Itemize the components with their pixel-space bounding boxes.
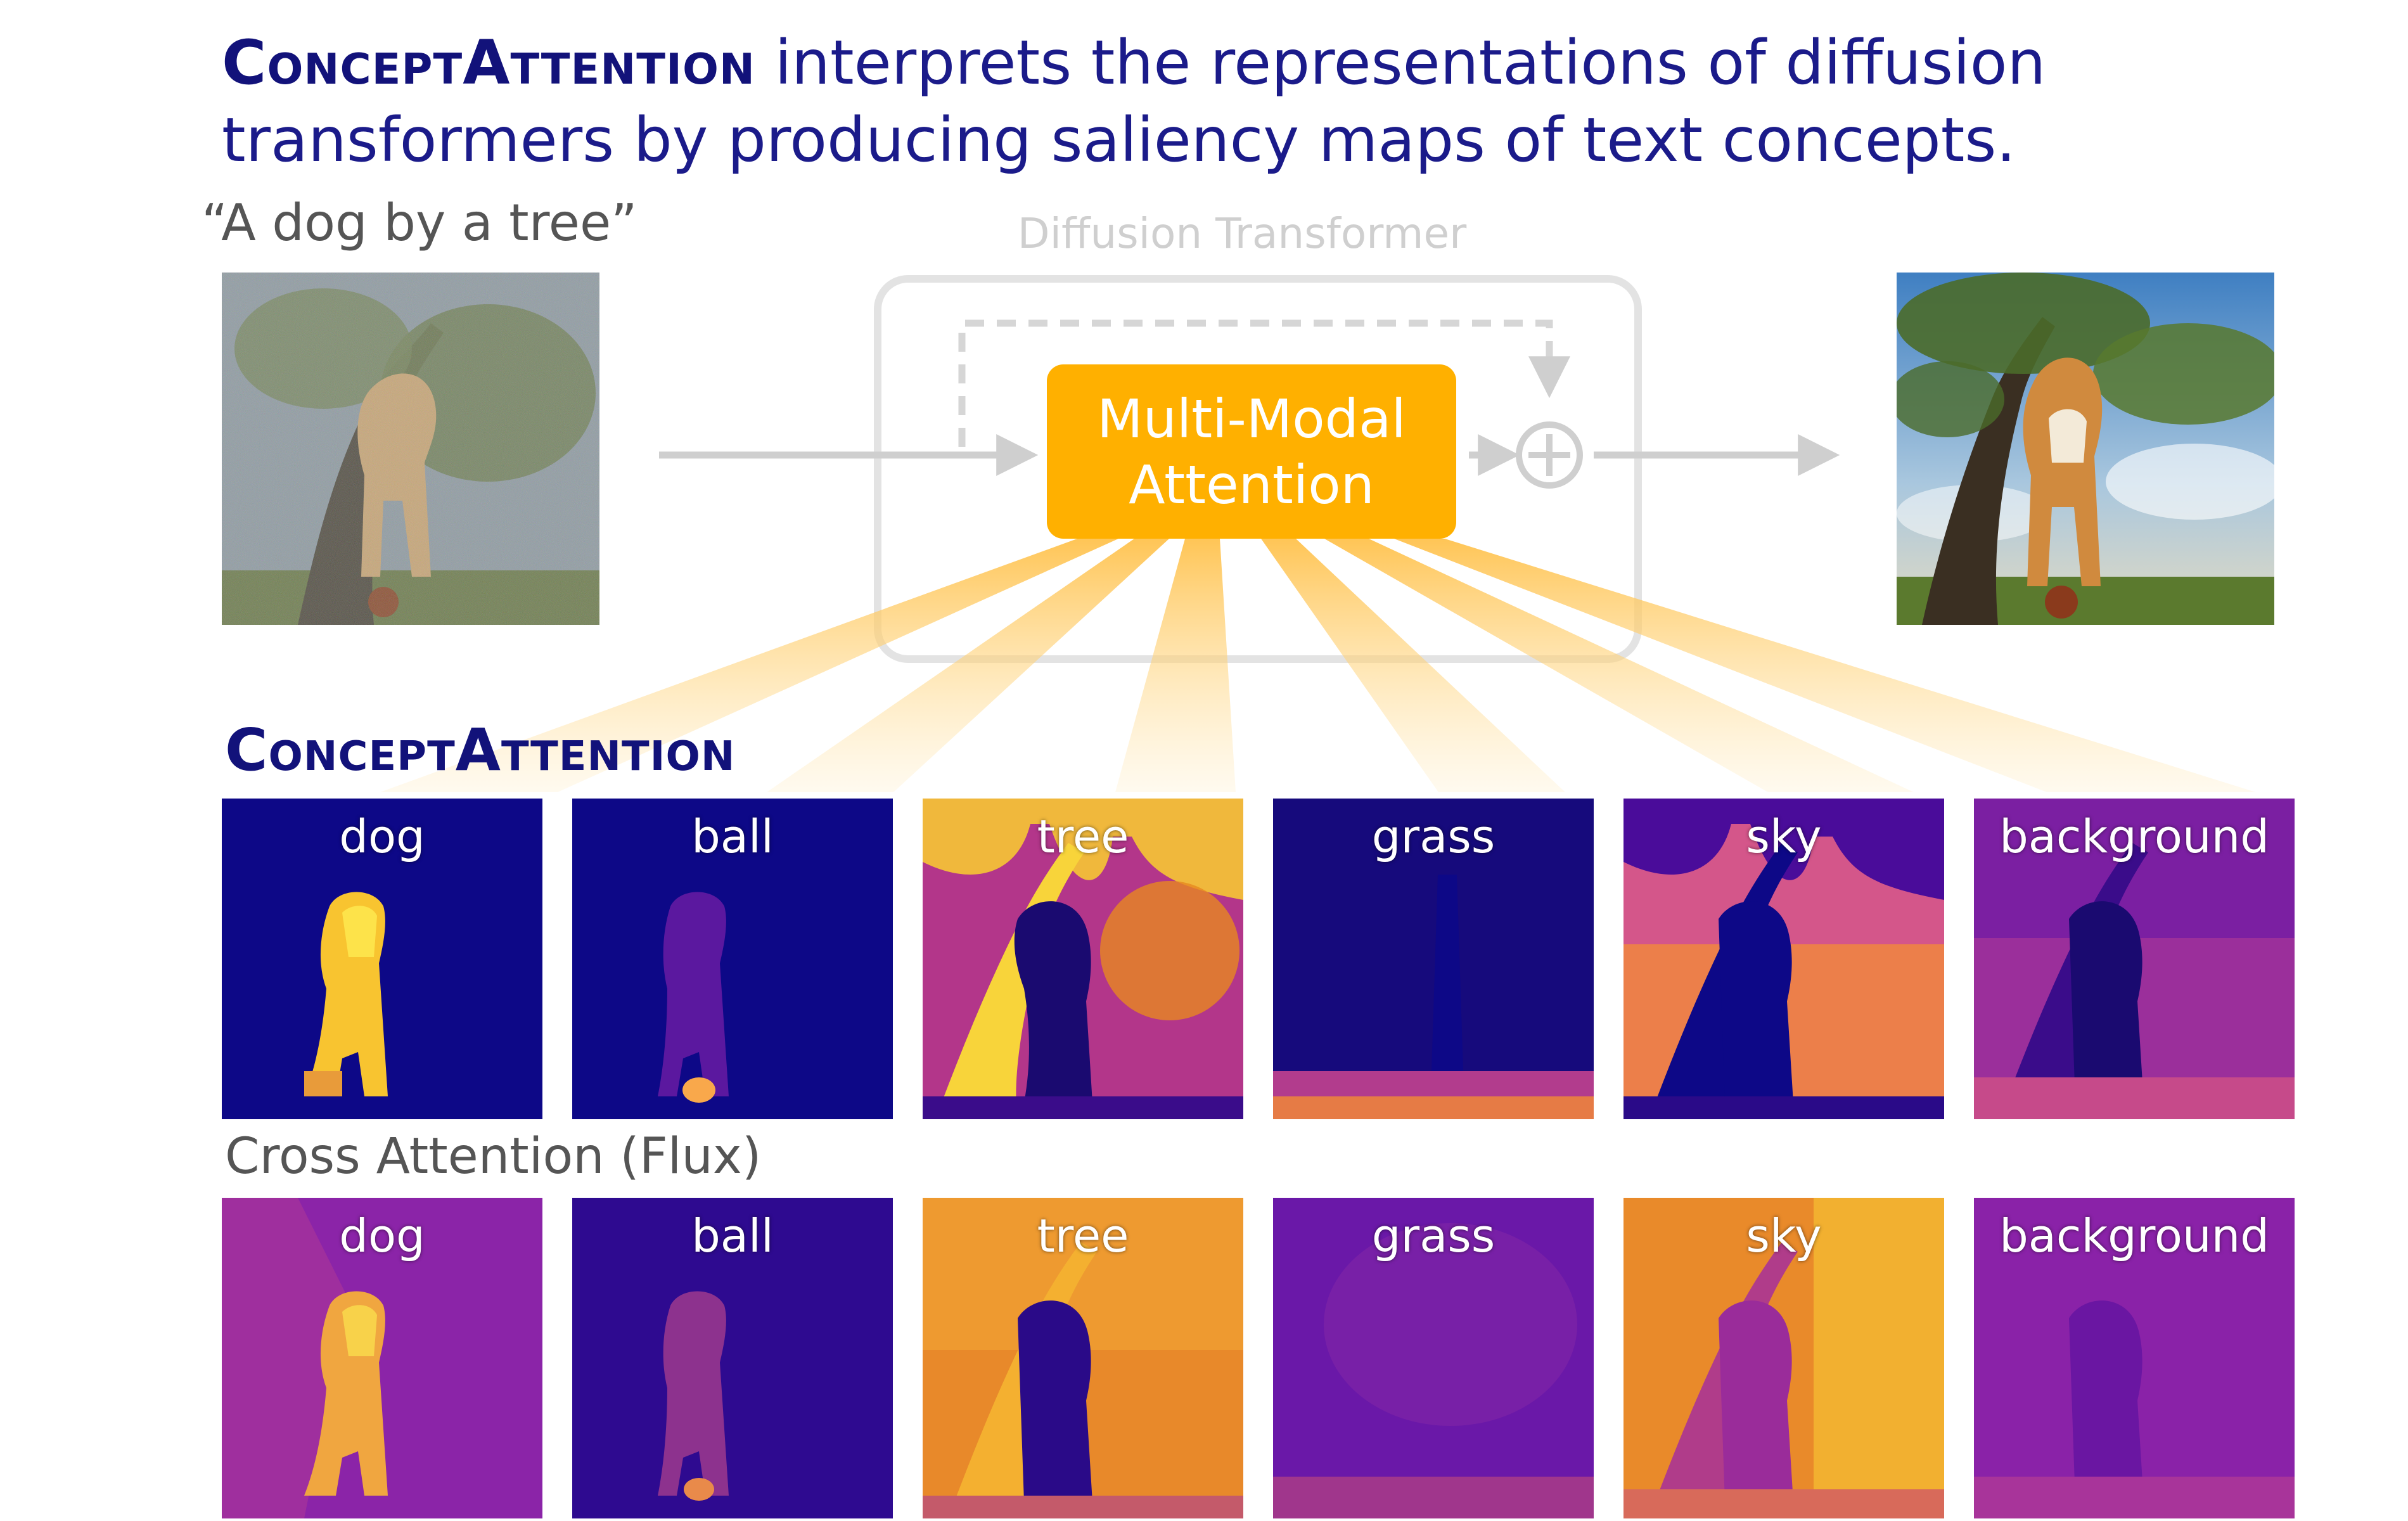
concept-label-dog: dog: [339, 810, 425, 863]
conceptattention-map-background: background: [1974, 799, 2295, 1119]
cross-attention-map-ball: ball: [572, 1198, 893, 1518]
concept-label-tree: tree: [1037, 810, 1129, 863]
multi-modal-attention-label: Multi-Modal Attention: [1097, 387, 1406, 516]
ray-background: [1394, 539, 2256, 792]
generated-dog-tree-image: [1897, 273, 2274, 625]
cross-concept-label-grass: grass: [1371, 1209, 1495, 1262]
conceptattention-row-title: ConceptAttention: [225, 716, 736, 784]
diffusion-transformer-block: [874, 275, 1642, 663]
concept-label-background: background: [1999, 810, 2269, 863]
ray-tree: [1115, 539, 1236, 792]
concept-label-ball: ball: [691, 810, 774, 863]
cross-attention-map-sky: sky: [1623, 1198, 1944, 1518]
cross-concept-label-background: background: [1999, 1209, 2269, 1262]
diffusion-transformer-label: Diffusion Transformer: [1017, 209, 1467, 258]
cross-concept-label-dog: dog: [339, 1209, 425, 1262]
text-prompt: “A dog by a tree”: [202, 193, 637, 252]
residual-path: [958, 319, 1570, 447]
cross-concept-label-tree: tree: [1037, 1209, 1129, 1262]
conceptattention-map-grass: grass: [1273, 799, 1594, 1119]
conceptattention-map-dog: dog: [222, 799, 542, 1119]
concept-rays: [380, 539, 2256, 792]
noisy-dog-tree-image: [222, 273, 599, 625]
cross-attention-row-title: Cross Attention (Flux): [225, 1128, 762, 1185]
cross-attention-map-dog: dog: [222, 1198, 542, 1518]
ray-sky: [1324, 539, 1914, 792]
cross-concept-label-ball: ball: [691, 1209, 774, 1262]
conceptattention-map-tree: tree: [923, 799, 1243, 1119]
cross-attention-map-background: background: [1974, 1198, 2295, 1518]
figure-headline: ConceptAttention interprets the represen…: [222, 24, 2313, 179]
headline-text: interprets the representations of diffus…: [222, 27, 2046, 176]
cross-attention-map-grass: grass: [1273, 1198, 1594, 1518]
cross-attention-map-tree: tree: [923, 1198, 1243, 1518]
conceptattention-map-sky: sky: [1623, 799, 1944, 1119]
cross-concept-label-sky: sky: [1746, 1209, 1822, 1262]
conceptattention-map-ball: ball: [572, 799, 893, 1119]
concept-label-grass: grass: [1371, 810, 1495, 863]
ray-grass: [1261, 539, 1565, 792]
ray-ball: [767, 539, 1169, 792]
concept-label-sky: sky: [1746, 810, 1822, 863]
multi-modal-attention-block: Multi-Modal Attention: [1047, 364, 1456, 539]
ray-dog: [380, 539, 1118, 792]
headline-brand: ConceptAttention: [222, 27, 755, 98]
